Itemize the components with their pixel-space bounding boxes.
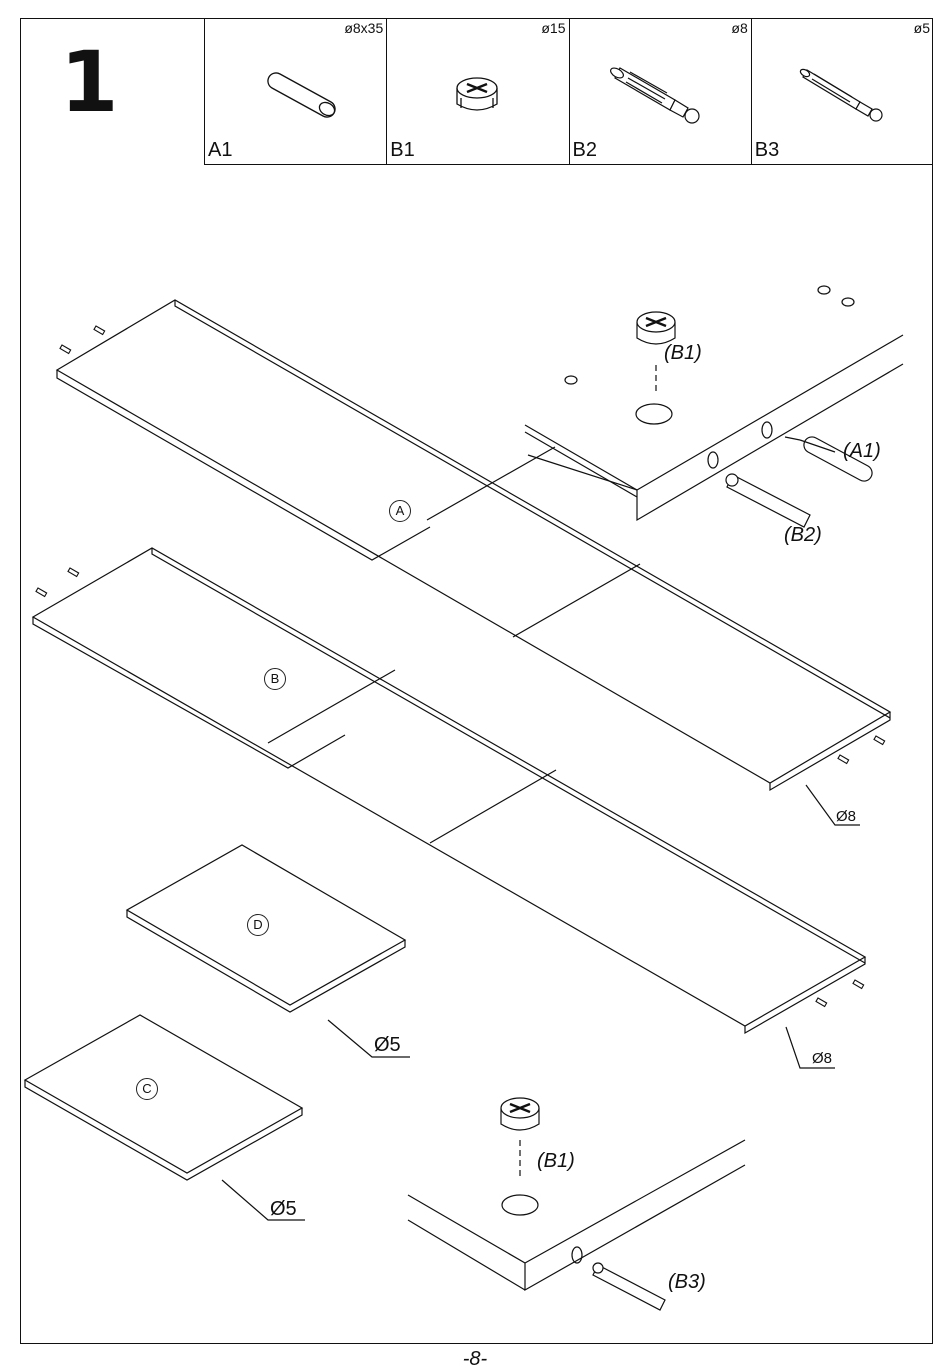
part-cell-b1: ø15 B1 bbox=[387, 18, 570, 164]
parts-table: ø8x35 A1 ø15 B1 ø8 bbox=[204, 18, 933, 165]
panel-d-label: D bbox=[247, 914, 269, 936]
panel-a-label: A bbox=[389, 500, 411, 522]
part-size: ø8x35 bbox=[344, 20, 384, 36]
dimension-d8-lower: Ø8 bbox=[812, 1050, 833, 1067]
cam-lock-bottom bbox=[500, 1097, 540, 1131]
detail-top-board bbox=[524, 285, 904, 522]
part-code: B2 bbox=[572, 139, 597, 161]
page-frame bbox=[20, 18, 933, 1344]
step-number: 1 bbox=[60, 33, 119, 131]
part-size: ø8 bbox=[731, 20, 748, 36]
callout-b1-bottom: (B1) bbox=[537, 1150, 575, 1172]
detail-bottom-board bbox=[407, 1139, 746, 1292]
part-code: B1 bbox=[390, 139, 415, 161]
part-size: ø5 bbox=[913, 20, 930, 36]
dimension-d5-d: Ø5 bbox=[374, 1034, 401, 1056]
page-number: -8- bbox=[462, 1348, 488, 1370]
part-code: B3 bbox=[754, 139, 780, 161]
bolt-b2 bbox=[725, 473, 811, 528]
panel-c-label: C bbox=[136, 1078, 158, 1100]
callout-b2: (B2) bbox=[784, 524, 822, 546]
cam-lock-top bbox=[636, 311, 676, 345]
panel-b-label: B bbox=[264, 668, 286, 690]
part-size: ø15 bbox=[541, 20, 566, 36]
dowel-a1 bbox=[803, 436, 873, 482]
part-cell-b3: ø5 B3 bbox=[752, 18, 933, 164]
dimension-d5-c: Ø5 bbox=[270, 1198, 297, 1220]
panel-b-drawing bbox=[31, 446, 867, 1035]
part-cell-b2: ø8 B2 bbox=[570, 18, 752, 164]
panel-a-drawing bbox=[55, 299, 892, 792]
callout-b3: (B3) bbox=[668, 1271, 706, 1293]
callout-b1-top: (B1) bbox=[664, 342, 702, 364]
bolt-b3 bbox=[592, 1262, 666, 1311]
part-cell-a1: ø8x35 A1 bbox=[205, 18, 388, 164]
dimension-d8-upper: Ø8 bbox=[836, 808, 857, 825]
panel-c-drawing bbox=[23, 1014, 304, 1181]
part-code: A1 bbox=[208, 139, 233, 161]
callout-a1: (A1) bbox=[843, 440, 881, 462]
